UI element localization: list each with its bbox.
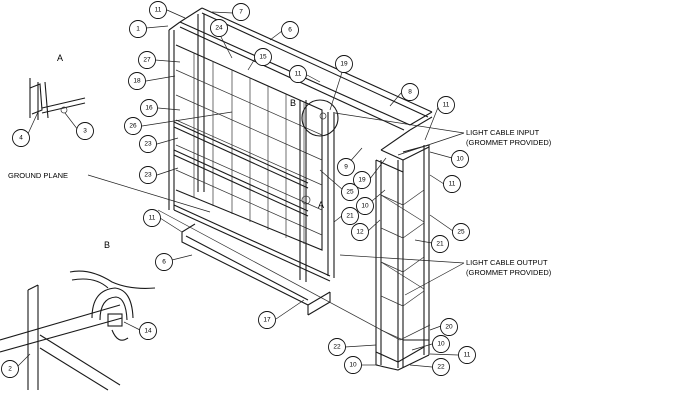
callout-15: 15 <box>254 48 272 66</box>
svg-text:18: 18 <box>133 78 141 85</box>
svg-text:23: 23 <box>144 172 152 179</box>
svg-text:4: 4 <box>19 135 23 142</box>
cable-output-sublabel: (GROMMET PROVIDED) <box>466 268 552 277</box>
detail-b-sketch <box>0 270 156 391</box>
callout-11f: 11 <box>458 346 476 364</box>
callout-24: 24 <box>210 19 228 37</box>
callout-10c: 10 <box>432 335 450 353</box>
svg-text:21: 21 <box>436 241 444 248</box>
svg-text:11: 11 <box>449 181 456 188</box>
callout-11c: 11 <box>437 96 455 114</box>
svg-text:11: 11 <box>295 71 302 78</box>
svg-text:11: 11 <box>443 102 450 109</box>
callout-18: 18 <box>128 72 146 90</box>
callout-21b: 21 <box>431 235 449 253</box>
callout-17: 17 <box>258 311 276 329</box>
svg-text:19: 19 <box>340 61 348 68</box>
svg-text:3: 3 <box>83 128 87 135</box>
svg-text:2: 2 <box>8 366 12 373</box>
callout-10d: 10 <box>344 356 362 374</box>
callout-2: 2 <box>1 360 19 378</box>
callout-11a: 11 <box>149 1 167 19</box>
callout-16: 16 <box>140 99 158 117</box>
inset-label-b: B <box>290 98 296 108</box>
callout-23a: 23 <box>139 135 157 153</box>
svg-text:1: 1 <box>136 26 140 33</box>
svg-text:8: 8 <box>408 89 412 96</box>
callout-6b: 6 <box>155 253 173 271</box>
svg-text:10: 10 <box>349 362 357 369</box>
callout-1: 1 <box>129 20 147 38</box>
inset-label-a: A <box>318 200 324 210</box>
callout-19a: 19 <box>335 55 353 73</box>
callout-11b: 11 <box>289 65 307 83</box>
svg-text:25: 25 <box>457 229 465 236</box>
callout-4: 4 <box>12 129 30 147</box>
svg-text:10: 10 <box>361 203 369 210</box>
svg-text:12: 12 <box>356 229 364 236</box>
callout-27: 27 <box>138 51 156 69</box>
callout-7: 7 <box>232 3 250 21</box>
svg-text:11: 11 <box>155 7 162 14</box>
svg-text:16: 16 <box>145 105 153 112</box>
main-frame <box>157 7 433 371</box>
svg-text:25: 25 <box>346 189 354 196</box>
callout-9: 9 <box>337 158 355 176</box>
svg-text:10: 10 <box>456 156 464 163</box>
callout-20: 20 <box>440 318 458 336</box>
svg-text:7: 7 <box>239 9 243 16</box>
svg-text:22: 22 <box>333 344 341 351</box>
callout-21a: 21 <box>341 207 359 225</box>
callout-22b: 22 <box>432 358 450 376</box>
callout-11d: 11 <box>443 175 461 193</box>
callout-3: 3 <box>76 122 94 140</box>
callout-6a: 6 <box>281 21 299 39</box>
svg-text:27: 27 <box>143 57 151 64</box>
svg-text:24: 24 <box>215 25 223 32</box>
callout-11e: 11 <box>143 209 161 227</box>
svg-text:17: 17 <box>263 317 271 324</box>
callout-19b: 19 <box>353 171 371 189</box>
callout-bubbles: 11 7 1 24 6 27 15 18 11 19 8 16 26 11 23… <box>1 1 476 378</box>
cable-input-sublabel: (GROMMET PROVIDED) <box>466 138 552 147</box>
svg-text:9: 9 <box>344 164 348 171</box>
callout-26: 26 <box>124 117 142 135</box>
ground-plane-label: GROUND PLANE <box>8 171 68 180</box>
svg-text:14: 14 <box>144 328 152 335</box>
callout-8: 8 <box>401 83 419 101</box>
svg-text:6: 6 <box>162 259 166 266</box>
view-label-a: A <box>57 53 63 63</box>
svg-text:11: 11 <box>149 215 156 222</box>
svg-text:22: 22 <box>437 364 445 371</box>
callout-12: 12 <box>351 223 369 241</box>
callout-22a: 22 <box>328 338 346 356</box>
svg-text:10: 10 <box>437 341 445 348</box>
callout-25b: 25 <box>452 223 470 241</box>
svg-text:21: 21 <box>346 213 354 220</box>
svg-text:26: 26 <box>129 123 137 130</box>
detail-a-sketch <box>29 78 86 120</box>
view-label-b: B <box>104 240 110 250</box>
svg-text:23: 23 <box>144 141 152 148</box>
callout-10a: 10 <box>451 150 469 168</box>
callout-10b: 10 <box>356 197 374 215</box>
callout-14: 14 <box>139 322 157 340</box>
svg-text:6: 6 <box>288 27 292 34</box>
cable-output-label: LIGHT CABLE OUTPUT <box>466 258 548 267</box>
svg-text:19: 19 <box>358 177 366 184</box>
svg-text:15: 15 <box>259 54 267 61</box>
callout-23b: 23 <box>139 166 157 184</box>
svg-text:11: 11 <box>464 352 471 359</box>
svg-text:20: 20 <box>445 324 453 331</box>
callout-leaders <box>15 9 459 369</box>
cable-input-label: LIGHT CABLE INPUT <box>466 128 540 137</box>
callout-25a: 25 <box>341 183 359 201</box>
